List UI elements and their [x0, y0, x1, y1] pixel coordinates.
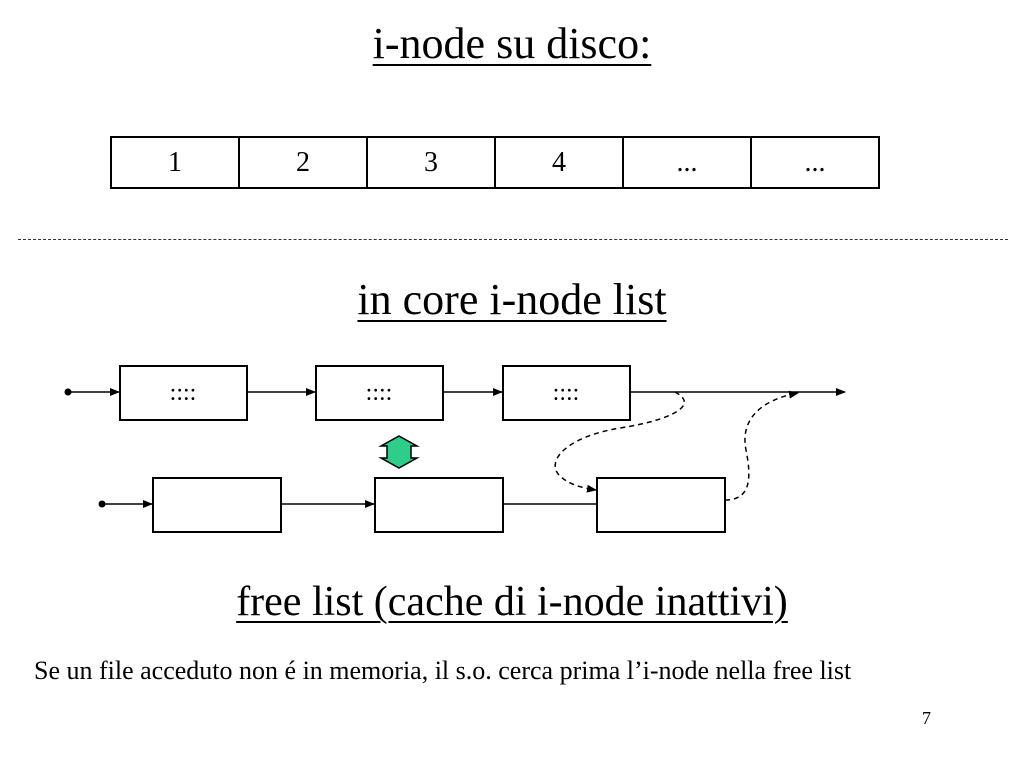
- core-node-1: [119, 365, 248, 421]
- disk-title: i-node su disco:: [372, 19, 652, 68]
- free-node-2: [374, 477, 504, 533]
- free-list-title: free list (cache di i-node inattivi): [236, 579, 788, 625]
- dashed-relink-arrow: [724, 390, 799, 501]
- disk-cell: 3: [366, 136, 496, 189]
- free-node-1: [152, 477, 282, 533]
- core-list-title: in core i-node list: [357, 275, 667, 324]
- disk-inode-table: 1 2 3 4 ... ...: [110, 136, 880, 189]
- disk-cell: ...: [622, 136, 752, 189]
- swap-double-arrow-icon: [378, 435, 420, 469]
- core-node-3: [502, 365, 631, 421]
- core-node-3-label: ::::: [553, 380, 580, 406]
- dashed-relink-arrow: [554, 391, 685, 493]
- section-divider: [18, 239, 1008, 240]
- disk-cell: 2: [238, 136, 368, 189]
- core-node-2: [315, 365, 444, 421]
- core-node-2-label: ::::: [366, 380, 393, 406]
- page-number: 7: [922, 708, 931, 728]
- disk-cell: ...: [750, 136, 880, 189]
- caption-text: Se un file acceduto non é in memoria, il…: [34, 656, 852, 685]
- free-node-3: [596, 477, 726, 533]
- disk-cell: 1: [110, 136, 240, 189]
- core-node-1-label: ::::: [170, 380, 197, 406]
- disk-cell: 4: [494, 136, 624, 189]
